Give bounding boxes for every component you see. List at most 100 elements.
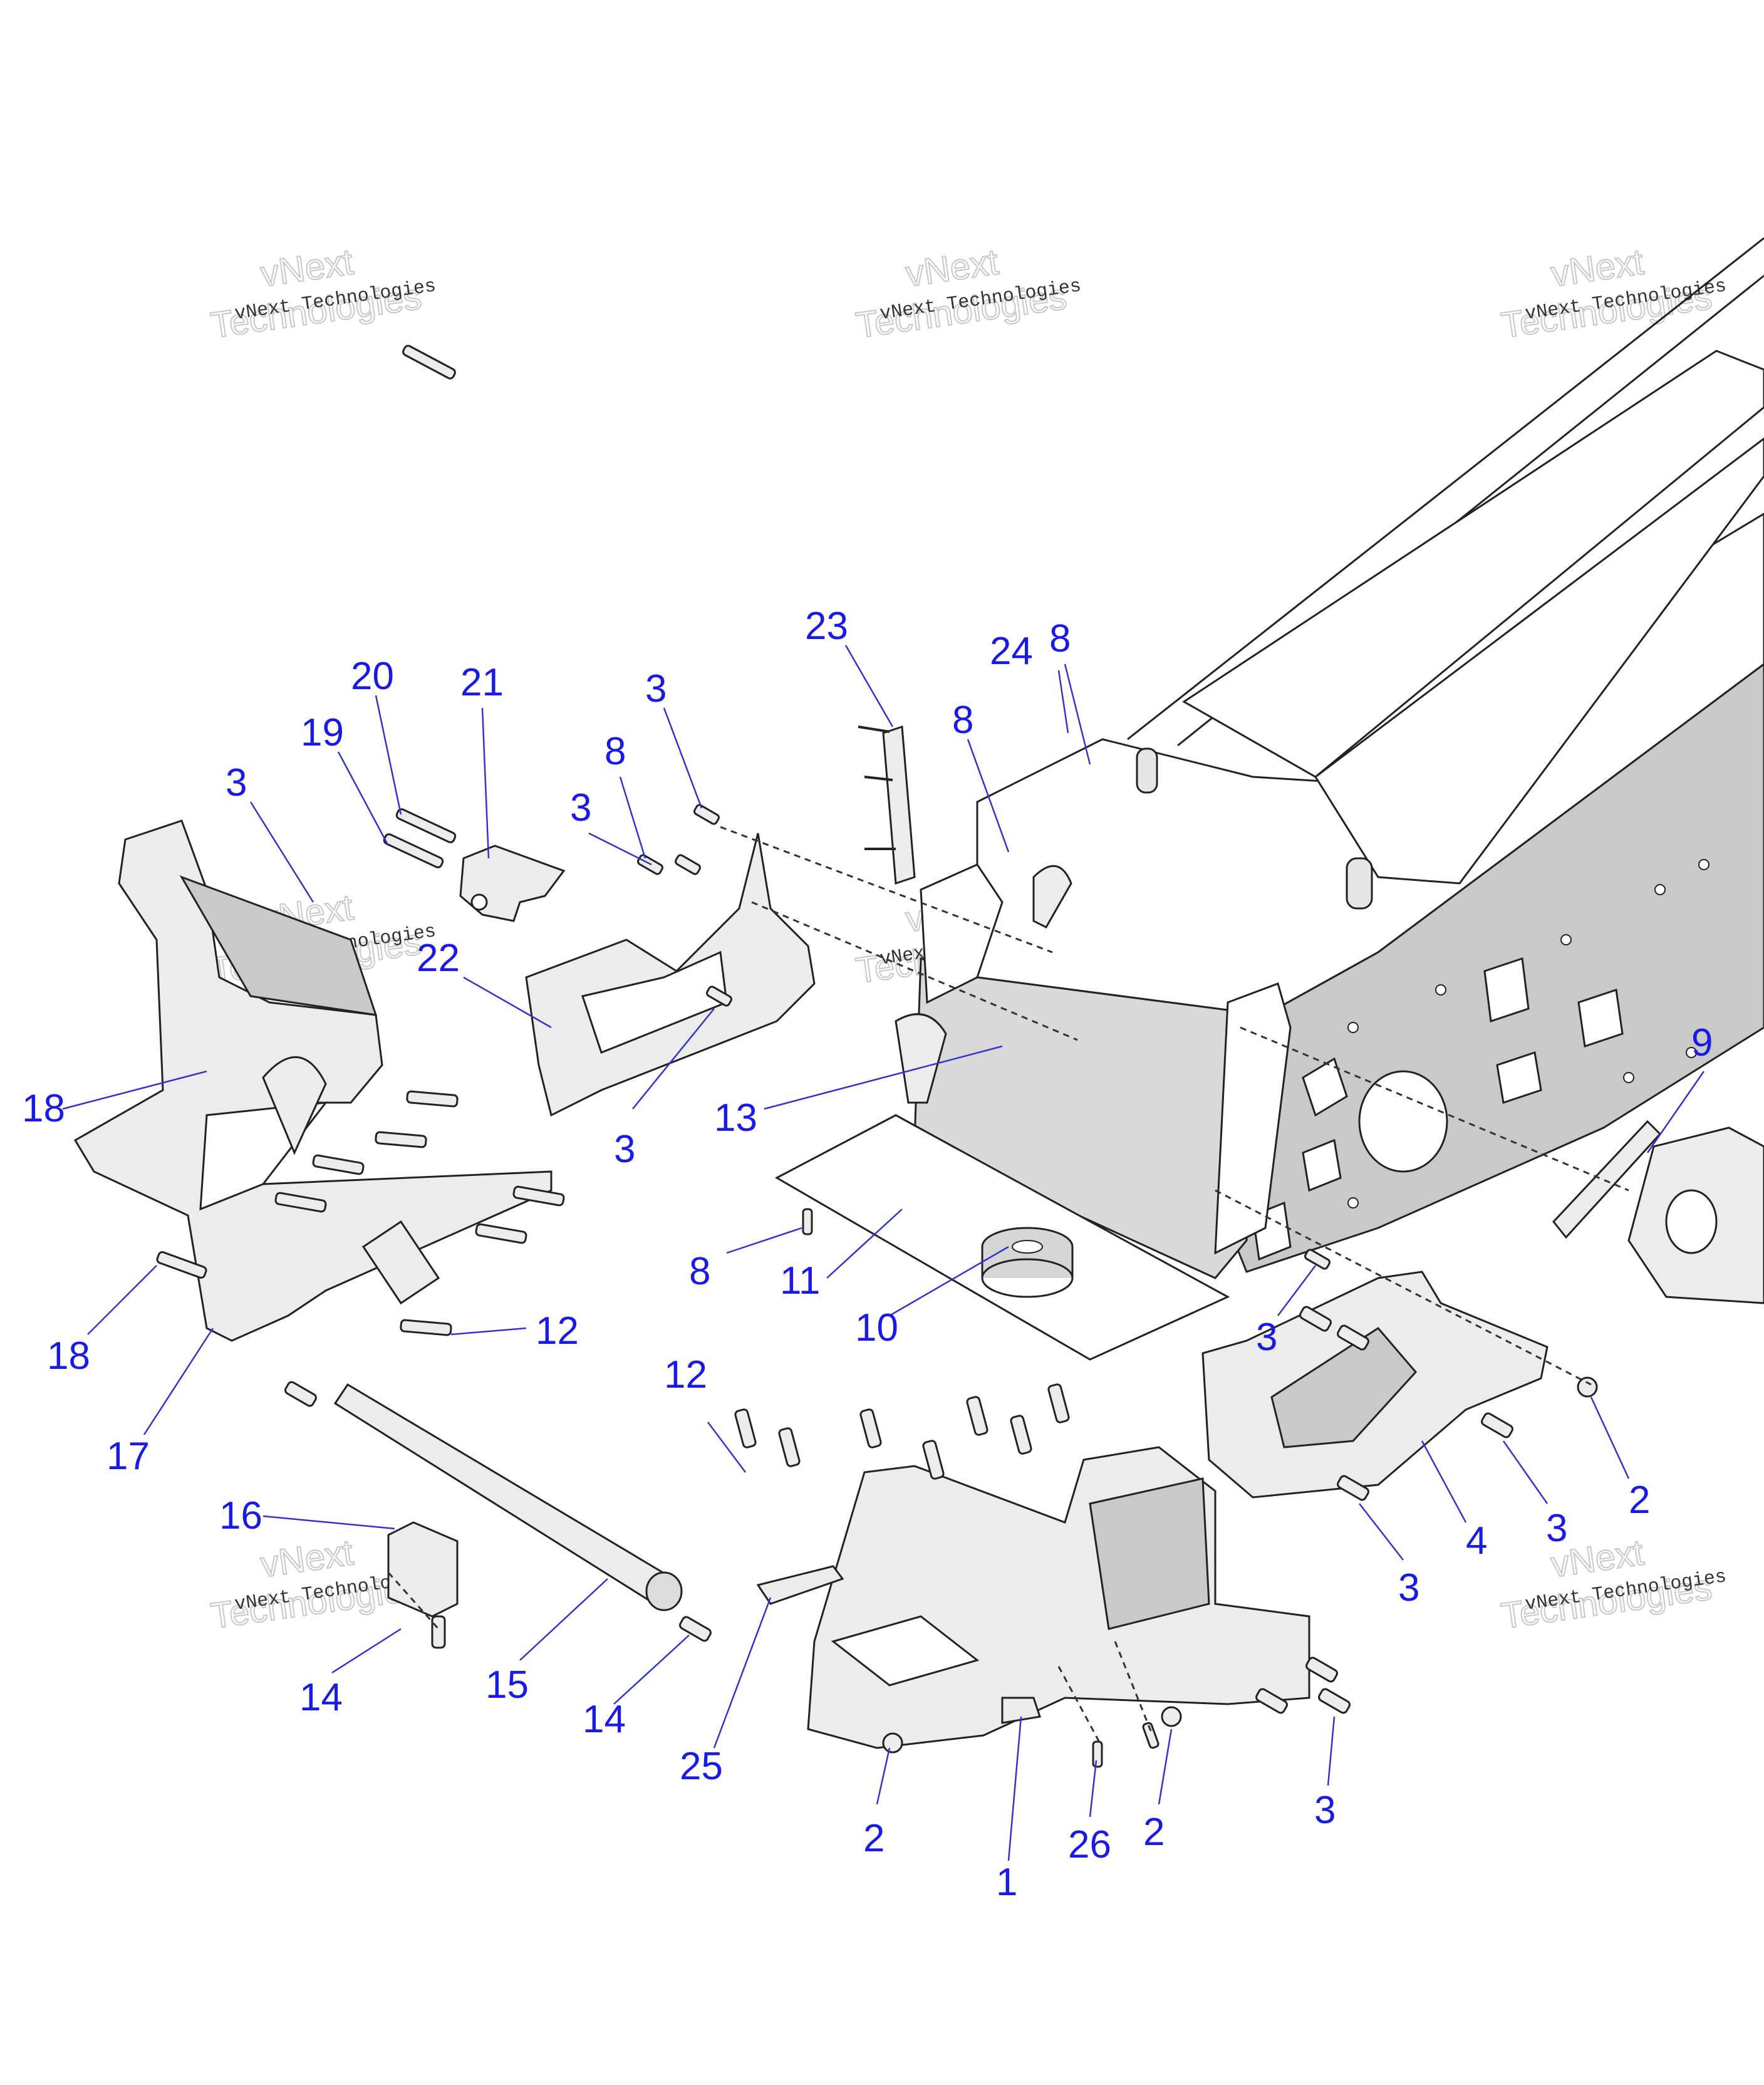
gusset-cutout (581, 950, 728, 1054)
callout-3: 3 (226, 761, 247, 804)
callout-22: 22 (417, 937, 460, 980)
bolt (1010, 1415, 1032, 1455)
callout-3: 3 (1256, 1316, 1277, 1359)
bracket-21 (459, 845, 566, 922)
bolt (802, 1208, 813, 1235)
strap-body (882, 725, 916, 885)
assembly-lines (387, 826, 1629, 1749)
bolt (1481, 1412, 1513, 1438)
bolt (922, 1440, 945, 1480)
callout-23: 23 (805, 605, 848, 648)
center-frame-cutout (831, 1615, 980, 1687)
callout-8: 8 (1049, 617, 1071, 660)
center-frame-shade (1089, 1477, 1210, 1630)
frame-tube (262, 1056, 327, 1155)
bolt (1337, 1324, 1369, 1351)
plate-25 (756, 1565, 844, 1605)
bolt (966, 1396, 988, 1436)
bolt (312, 1154, 365, 1175)
callout-19: 19 (301, 711, 344, 754)
callout-2: 2 (863, 1817, 885, 1860)
callout-18: 18 (22, 1087, 65, 1130)
handle (895, 1013, 947, 1104)
bolt (1047, 1383, 1070, 1423)
bolt (284, 1381, 317, 1407)
tunnel-plate (1182, 350, 1764, 778)
bolt (512, 1185, 565, 1207)
callout-13: 13 (714, 1096, 757, 1140)
callout-3: 3 (570, 786, 591, 829)
handle (1032, 865, 1072, 928)
callout-2: 2 (1143, 1811, 1165, 1854)
bolt (1142, 1722, 1160, 1749)
bolt (1337, 1475, 1369, 1501)
foam-block-10 (981, 1227, 1074, 1298)
bolt (1318, 1688, 1351, 1714)
tube-fitting (1346, 857, 1373, 910)
rear-bracket (1627, 1126, 1764, 1304)
callout-2: 2 (1629, 1479, 1650, 1522)
bolt (1299, 1306, 1332, 1332)
tube-fitting (1136, 747, 1158, 794)
callout-17: 17 (106, 1435, 150, 1478)
callout-4: 4 (1466, 1519, 1487, 1562)
callout-3: 3 (1398, 1566, 1419, 1609)
bolt (1255, 1688, 1288, 1714)
bolt (375, 1131, 427, 1148)
bolt (402, 345, 456, 380)
bolt (395, 808, 457, 843)
bolt (706, 985, 732, 1007)
bulkhead-edge (1214, 982, 1292, 1255)
bolt (675, 854, 701, 875)
bolt (156, 1251, 207, 1279)
callout-12: 12 (664, 1353, 707, 1396)
callout-8: 8 (952, 699, 973, 742)
strap-23 (858, 725, 916, 885)
watermark: vNext Technologies vNext Technologies (853, 241, 1083, 346)
watermark: vNext Technologies vNext Technologies (208, 241, 438, 346)
cross-tube-15 (333, 1383, 683, 1611)
rail-line (1127, 237, 1764, 741)
callout-labels: 23 24 8 8 20 21 3 19 8 3 3 22 18 3 13 9 … (22, 605, 1713, 1904)
bolt (734, 1408, 757, 1448)
callout-3: 3 (614, 1128, 635, 1171)
frame-bracket (361, 1220, 440, 1305)
bolt (475, 1223, 527, 1244)
callout-16: 16 (219, 1494, 262, 1537)
callout-21: 21 (460, 661, 504, 704)
callout-12: 12 (536, 1309, 579, 1353)
bolt (679, 1616, 712, 1642)
side-cutouts (1252, 957, 1624, 1261)
callout-18: 18 (47, 1334, 90, 1378)
callout-3: 3 (1314, 1789, 1336, 1832)
center-frame-tab (1001, 1697, 1041, 1724)
bolt (693, 804, 720, 825)
fasteners (156, 345, 1598, 1768)
callout-3: 3 (1546, 1507, 1567, 1550)
nut (1577, 1376, 1598, 1398)
bolt (383, 833, 444, 868)
tunnel-assembly (913, 237, 1764, 1279)
bolt (1092, 1740, 1103, 1768)
bulkhead-edge (920, 863, 1004, 1004)
nut (882, 1732, 903, 1754)
bracket-16 (387, 1521, 459, 1618)
leader-lines (62, 645, 1705, 1861)
bolt (1304, 1249, 1331, 1270)
frame-shade (179, 875, 378, 1016)
callout-8: 8 (604, 730, 626, 773)
bolt (400, 1319, 452, 1336)
callout-3: 3 (645, 667, 667, 710)
callout-10: 10 (855, 1306, 898, 1349)
callout-14: 14 (299, 1676, 343, 1719)
callout-9: 9 (1691, 1021, 1713, 1064)
callout-1: 1 (996, 1861, 1017, 1904)
front-frame-17 (73, 819, 553, 1342)
callout-11: 11 (780, 1259, 820, 1302)
nut (1161, 1706, 1182, 1727)
bolt (778, 1427, 801, 1467)
side-holes (1347, 859, 1710, 1209)
callout-20: 20 (351, 655, 394, 698)
bolt (1305, 1656, 1338, 1683)
